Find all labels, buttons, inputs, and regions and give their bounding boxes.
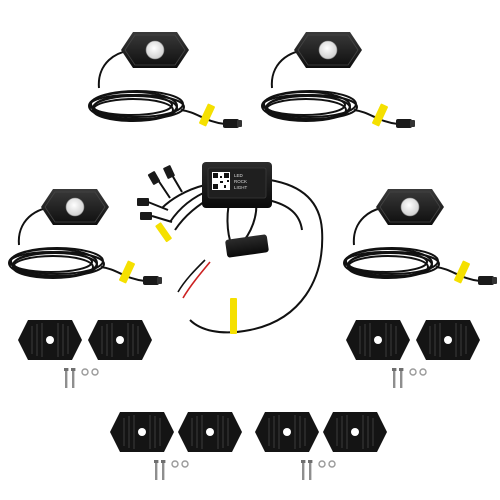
mounting-bracket [415,319,481,361]
mounting-bracket [322,411,388,453]
mounting-bracket [87,319,153,361]
mounting-bracket [17,319,83,361]
mounting-bracket [345,319,411,361]
mounting-bracket [109,411,175,453]
mounting-bracket [254,411,320,453]
mounting-bracket [177,411,243,453]
sticker-line: LED [234,173,244,178]
qr-code-icon [212,172,230,190]
control-box: LED ROCK LIGHT [137,162,324,334]
sticker-line: LIGHT [234,185,248,190]
sticker-line: ROCK [234,179,247,184]
